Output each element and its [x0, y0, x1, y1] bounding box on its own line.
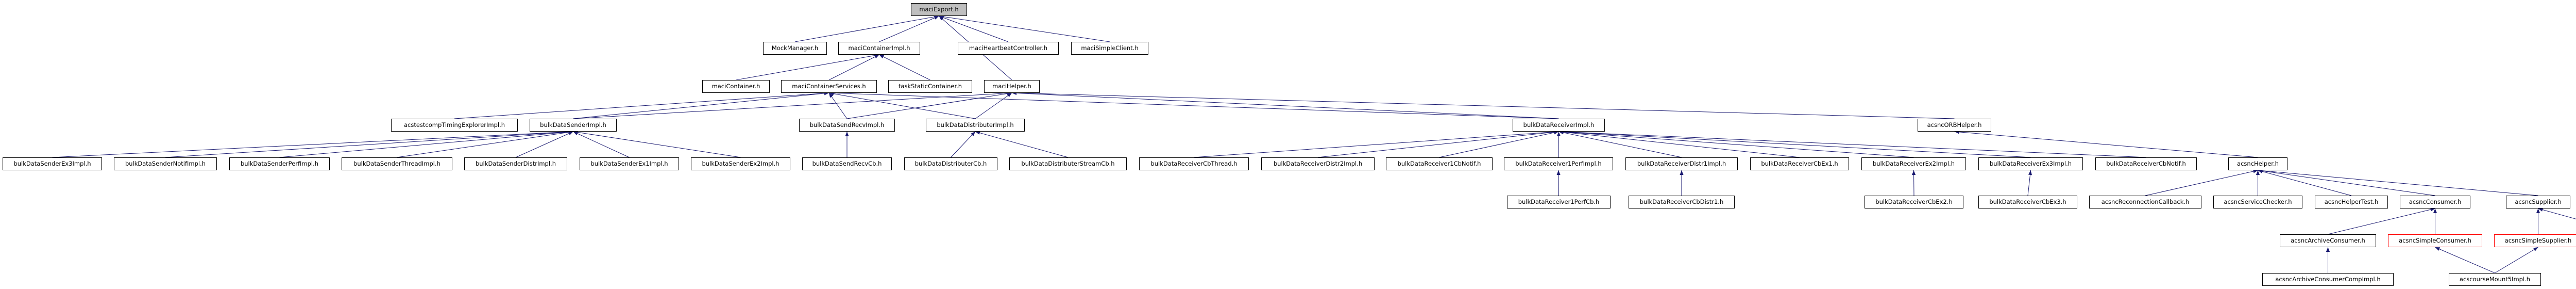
- edge-maci-simple-client-to-maci-export: [939, 14, 1110, 42]
- node-recv1-perf-impl[interactable]: bulkDataReceiver1PerfImpl.h: [1504, 157, 1613, 170]
- edge-recv-cb-notif-to-bulk-data-receiver-impl: [1558, 130, 2146, 158]
- edge-maci-container-impl-to-maci-export: [879, 15, 939, 42]
- node-sender-thread[interactable]: bulkDataSenderThreadImpl.h: [342, 157, 452, 170]
- node-recv-distr1-impl[interactable]: bulkDataReceiverDistr1Impl.h: [1625, 157, 1738, 170]
- edge-sender-ex2-to-bulk-data-sender-impl: [573, 130, 741, 158]
- node-acsnc-supplier[interactable]: acsncSupplier.h: [2506, 196, 2570, 208]
- node-distributer-stream-cb[interactable]: bulkDataDistributerStreamCb.h: [1009, 157, 1127, 170]
- edge-recv1-perf-cb-to-recv1-perf-impl: [1556, 170, 1561, 196]
- node-sender-notif[interactable]: bulkDataSenderNotifImpl.h: [114, 157, 217, 170]
- edge-acsnc-helper-test-to-acsnc-helper: [2258, 169, 2352, 196]
- edge-acsnc-archive-consumer-to-acsnc-consumer: [2328, 207, 2435, 235]
- node-maci-container[interactable]: maciContainer.h: [702, 80, 770, 93]
- node-acstest[interactable]: acstestcompTimingExplorerImpl.h: [391, 119, 518, 132]
- node-acsnc-simple-consumer[interactable]: acsncSimpleConsumer.h: [2388, 234, 2482, 247]
- node-recv1-perf-cb[interactable]: bulkDataReceiver1PerfCb.h: [1507, 196, 1611, 208]
- edge-sender-notif-to-bulk-data-sender-impl: [165, 130, 573, 158]
- node-recv-cb-distr1[interactable]: bulkDataReceiverCbDistr1.h: [1629, 196, 1735, 208]
- node-sender-perf[interactable]: bulkDataSenderPerfImpl.h: [229, 157, 330, 170]
- node-sender-ex3[interactable]: bulkDataSenderEx3Impl.h: [3, 157, 102, 170]
- node-maci-helper[interactable]: maciHelper.h: [984, 80, 1040, 93]
- node-bulk-data-receiver-impl[interactable]: bulkDataReceiverImpl.h: [1513, 119, 1605, 132]
- node-recv1-cb-notif[interactable]: bulkDataReceiver1CbNotif.h: [1386, 157, 1493, 170]
- node-mock-manager[interactable]: MockManager.h: [763, 42, 827, 55]
- node-sender-ex2[interactable]: bulkDataSenderEx2Impl.h: [691, 157, 790, 170]
- edge-acsnc-rtsupplier-to-acsnc-supplier: [2538, 207, 2576, 219]
- node-acsnc-helper-test[interactable]: acsncHelperTest.h: [2315, 196, 2388, 208]
- node-bulk-data-sender-impl[interactable]: bulkDataSenderImpl.h: [530, 119, 617, 132]
- edge-sender-thread-to-bulk-data-sender-impl: [397, 130, 573, 158]
- node-acsnc-archive-consumer-comp-impl[interactable]: acsncArchiveConsumerCompImpl.h: [2262, 273, 2394, 286]
- edge-bulk-data-send-recv-impl-to-maci-container-services: [828, 92, 848, 119]
- node-recv-cb-ex1[interactable]: bulkDataReceiverCbEx1.h: [1750, 157, 1849, 170]
- node-acsnc-helper[interactable]: acsncHelper.h: [2228, 157, 2287, 170]
- edge-bulk-data-receiver-impl-to-maci-helper: [1011, 91, 1559, 119]
- edge-bulk-data-receiver-impl-to-maci-container-services: [828, 91, 1559, 119]
- node-sender-distr[interactable]: bulkDataSenderDistrImpl.h: [464, 157, 567, 170]
- node-distributer-cb[interactable]: bulkDataDistributerCb.h: [904, 157, 997, 170]
- edge-acstest-to-maci-container-services: [454, 91, 829, 119]
- edge-acsnc-orbhelper-to-maci-helper: [1011, 91, 1955, 119]
- edge-distributer-stream-cb-to-bulk-data-distributer-impl: [975, 131, 1069, 158]
- node-recv-cb-ex2[interactable]: bulkDataReceiverCbEx2.h: [1865, 196, 1963, 208]
- edge-recv-distr1-impl-to-bulk-data-receiver-impl: [1558, 131, 1682, 158]
- node-acsnc-simple-supplier[interactable]: acsncSimpleSupplier.h: [2494, 234, 2576, 247]
- edge-maci-container-services-to-maci-container-impl: [828, 54, 879, 81]
- node-maci-export[interactable]: maciExport.h: [911, 3, 967, 16]
- node-recv-cb-thread[interactable]: bulkDataReceiverCbThread.h: [1139, 157, 1249, 170]
- node-acsnc-consumer[interactable]: acsncConsumer.h: [2400, 196, 2470, 208]
- node-acsnc-orbhelper[interactable]: acsncORBHelper.h: [1918, 119, 1991, 132]
- edge-sender-distr-to-bulk-data-sender-impl: [515, 131, 573, 158]
- node-recv-cb-notif[interactable]: bulkDataReceiverCbNotif.h: [2095, 157, 2197, 170]
- edge-recv-ex2-impl-to-bulk-data-receiver-impl: [1558, 130, 1914, 158]
- edge-distributer-cb-to-bulk-data-distributer-impl: [951, 131, 976, 158]
- edge-sender-ex3-to-bulk-data-sender-impl: [52, 130, 573, 158]
- edge-bulk-data-distributer-impl-to-maci-container-services: [828, 92, 976, 119]
- node-recv-ex2-impl[interactable]: bulkDataReceiverEx2Impl.h: [1861, 157, 1966, 170]
- edge-acsnc-consumer-to-acsnc-helper: [2258, 169, 2435, 196]
- edge-recv-cb-ex1-to-bulk-data-receiver-impl: [1558, 130, 1800, 158]
- edge-acscourse-mount5-impl-to-acsnc-simple-supplier: [2495, 247, 2538, 274]
- node-maci-container-impl[interactable]: maciContainerImpl.h: [838, 42, 920, 55]
- edge-maci-container-to-maci-container-impl: [736, 54, 879, 81]
- edge-recv1-perf-impl-to-bulk-data-receiver-impl: [1556, 131, 1561, 158]
- edge-recv1-cb-notif-to-bulk-data-receiver-impl: [1439, 131, 1559, 158]
- edge-maci-heartbeat-controller-to-maci-export: [939, 15, 1009, 42]
- edge-recv-distr2-impl-to-bulk-data-receiver-impl: [1317, 130, 1559, 158]
- node-acsnc-reconnection-callback[interactable]: acsncReconnectionCallback.h: [2089, 196, 2201, 208]
- node-task-static-container[interactable]: taskStaticContainer.h: [888, 80, 972, 93]
- node-recv-ex3-impl[interactable]: bulkDataReceiverEx3Impl.h: [1978, 157, 2083, 170]
- node-bulk-data-distributer-impl[interactable]: bulkDataDistributerImpl.h: [926, 119, 1025, 132]
- node-maci-heartbeat-controller[interactable]: maciHeartbeatController.h: [958, 42, 1059, 55]
- node-acscourse-mount5-impl[interactable]: acscourseMount5Impl.h: [2449, 273, 2541, 286]
- edge-bulk-data-send-recv-impl-to-maci-helper: [846, 91, 1012, 119]
- edge-bulk-data-sender-impl-to-maci-helper: [573, 91, 1012, 119]
- edge-sender-perf-to-bulk-data-sender-impl: [279, 130, 573, 158]
- edge-recv-cb-ex3-to-recv-ex3-impl: [2027, 170, 2032, 196]
- edge-sender-ex1-to-bulk-data-sender-impl: [573, 131, 630, 158]
- node-recv-cb-ex3[interactable]: bulkDataReceiverCbEx3.h: [1978, 196, 2077, 208]
- edge-acsnc-helper-to-acsnc-orbhelper: [1954, 130, 2258, 158]
- node-maci-simple-client[interactable]: maciSimpleClient.h: [1071, 42, 1148, 55]
- edge-mock-manager-to-maci-export: [794, 15, 939, 42]
- edge-acsnc-reconnection-callback-to-acsnc-helper: [2145, 169, 2258, 196]
- node-maci-container-services[interactable]: maciContainerServices.h: [781, 80, 877, 93]
- edge-recv-ex3-impl-to-bulk-data-receiver-impl: [1558, 130, 2031, 158]
- edge-acsnc-supplier-to-acsnc-helper: [2258, 169, 2538, 196]
- edge-bulk-data-distributer-impl-to-maci-helper: [975, 92, 1012, 119]
- node-acsnc-archive-consumer[interactable]: acsncArchiveConsumer.h: [2280, 234, 2376, 247]
- edge-recv-cb-thread-to-bulk-data-receiver-impl: [1194, 130, 1559, 158]
- node-recv-distr2-impl[interactable]: bulkDataReceiverDistr2Impl.h: [1261, 157, 1375, 170]
- edge-bulk-data-sender-impl-to-maci-container-services: [573, 91, 829, 119]
- node-send-recv-cb[interactable]: bulkDataSendRecvCb.h: [802, 157, 892, 170]
- edge-acscourse-mount5-impl-to-acsnc-simple-consumer: [2435, 247, 2495, 274]
- edge-task-static-container-to-maci-container-impl: [879, 54, 930, 81]
- node-bulk-data-send-recv-impl[interactable]: bulkDataSendRecvImpl.h: [799, 119, 895, 132]
- node-sender-ex1[interactable]: bulkDataSenderEx1Impl.h: [580, 157, 679, 170]
- node-acsnc-service-checker[interactable]: acsncServiceChecker.h: [2213, 196, 2302, 208]
